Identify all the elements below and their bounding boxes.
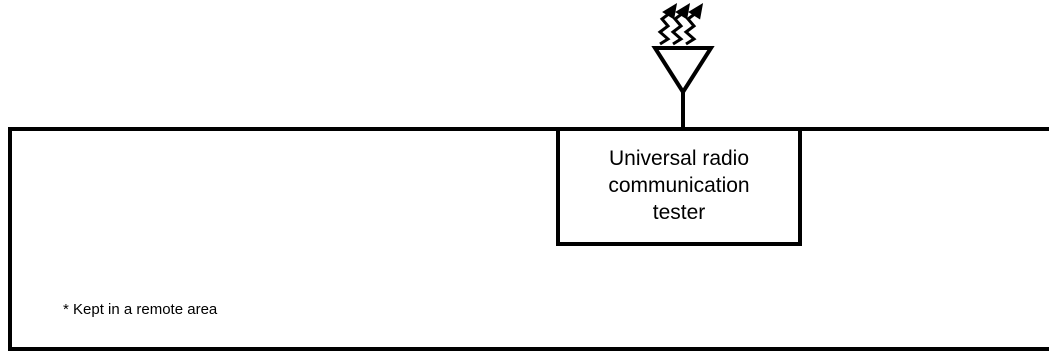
tester-box (556, 127, 802, 246)
tester-label-line-1: Universal radio (608, 147, 750, 170)
tester-label-line-2: communication (608, 174, 750, 197)
remote-area-note: * Kept in a remote area (63, 301, 218, 318)
remote-area-enclosure (8, 127, 1049, 351)
radio-waves-icon (657, 3, 704, 46)
tester-label: Universal radio communication tester (558, 145, 800, 226)
tester-label-line-3: tester (652, 201, 706, 224)
antenna-icon (651, 46, 715, 96)
